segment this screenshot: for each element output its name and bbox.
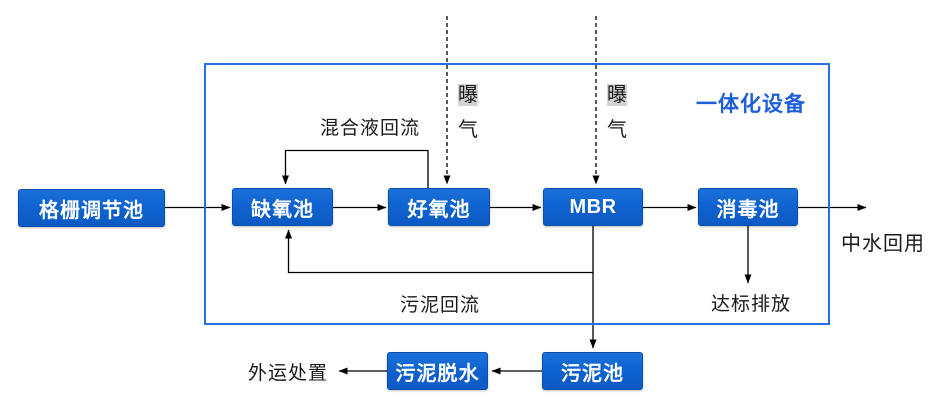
aeration-char-bottom: 气 (458, 119, 478, 141)
label-aeration-aerobic: 曝 气 (455, 78, 481, 148)
arrow-mixed-liquor-return (282, 149, 429, 188)
box-sludge-dewatering: 污泥脱水 (387, 352, 488, 390)
aeration-char-top: 曝 (607, 84, 627, 106)
integrated-equipment-boundary (204, 63, 830, 325)
box-grid-adjustment-tank: 格栅调节池 (18, 189, 165, 227)
arrow-sludge-return (285, 226, 594, 274)
box-anoxic-tank: 缺氧池 (232, 188, 333, 226)
integrated-equipment-label: 一体化设备 (696, 93, 806, 116)
box-mbr: MBR (543, 188, 643, 226)
box-disinfection-tank: 消毒池 (698, 188, 798, 226)
label-external-disposal: 外运处置 (247, 363, 328, 384)
box-aerobic-tank: 好氧池 (388, 188, 490, 226)
label-reclaimed-water-reuse: 中水回用 (841, 233, 925, 255)
label-mixed-liquor-return: 混合液回流 (319, 118, 420, 139)
aeration-char-top: 曝 (458, 84, 478, 106)
label-aeration-mbr: 曝 气 (604, 78, 630, 148)
label-standard-discharge: 达标排放 (710, 294, 791, 315)
aeration-char-bottom: 气 (607, 119, 627, 141)
box-sludge-tank: 污泥池 (542, 352, 643, 390)
label-sludge-return: 污泥回流 (399, 295, 480, 316)
